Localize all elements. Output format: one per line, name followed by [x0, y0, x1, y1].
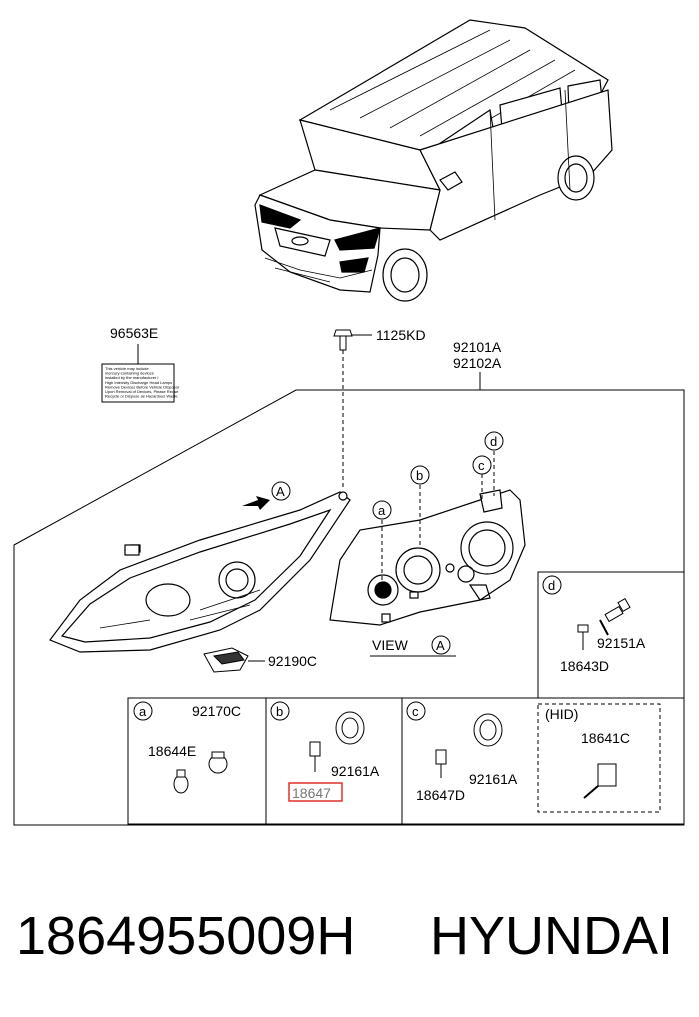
label-hid: (HID) [545, 706, 578, 722]
view-arrow-icon [242, 496, 270, 510]
label-96563e: 96563E [110, 325, 158, 341]
footer: 1864955009H HYUNDAI [0, 905, 699, 975]
sticker-line: Remove Devices Before Vehicle Disposal [105, 384, 179, 389]
warning-sticker [101, 363, 175, 403]
adjuster-screw-icon [599, 597, 631, 636]
sticker-line: High Intensity Discharge Head Lamps [105, 380, 172, 385]
view-label: VIEW [372, 637, 409, 653]
callout-d-box: d [548, 578, 555, 593]
label-92101a: 92101A [453, 339, 502, 355]
sticker-line: mercury-containing devices [105, 371, 154, 376]
label-92161a-c: 92161A [469, 771, 518, 787]
label-92102a: 92102A [453, 355, 502, 371]
label-18647: 18647 [292, 785, 331, 801]
callout-a-main: a [378, 503, 386, 518]
sticker-line: Upon Removal of Devices, Please Reuse [105, 389, 179, 394]
callout-b-box: b [276, 704, 283, 719]
part-number: 1864955009H [16, 906, 356, 966]
callout-a-box: a [139, 704, 147, 719]
bulb-icon [173, 769, 189, 794]
headlamp-assembly-rear [329, 489, 526, 626]
label-92161a-b: 92161A [331, 763, 380, 779]
cover-cap-icon [203, 647, 249, 673]
hid-box [537, 703, 661, 813]
screw-icon [577, 624, 589, 650]
detail-box-c [401, 697, 685, 825]
highlight-box-18647 [288, 782, 343, 802]
label-92170c: 92170C [192, 703, 241, 719]
label-92190c: 92190C [268, 653, 317, 669]
label-92151a: 92151A [597, 635, 646, 651]
h1-bulb-icon [435, 749, 447, 778]
view-callout-a: A [436, 638, 445, 653]
sticker-line: installed by the manufacturer i [105, 375, 158, 380]
headlamp-assembly-front [49, 491, 351, 653]
label-1125kd: 1125KD [376, 327, 426, 343]
bolt-icon [333, 329, 353, 351]
callout-c-box: c [412, 704, 419, 719]
socket-icon [208, 751, 228, 774]
label-18647d: 18647D [416, 787, 465, 803]
label-18641c: 18641C [581, 730, 630, 746]
car-illustration [254, 19, 613, 302]
callout-c-main: c [478, 458, 485, 473]
sticker-line: This vehicle may include [105, 366, 149, 371]
h7-bulb-icon [309, 741, 321, 772]
sticker-line: Recycle or Dispose as Hazardous Waste [105, 394, 178, 399]
callout-d-main: d [490, 434, 497, 449]
label-18643d: 18643D [560, 658, 609, 674]
dust-cap-icon-c [473, 713, 503, 747]
label-18644e: 18644E [148, 743, 196, 759]
hid-bulb-icon [583, 763, 617, 799]
callout-b-main: b [416, 468, 423, 483]
dust-cap-icon [335, 711, 365, 745]
sticker-text: This vehicle may includemercury-containi… [105, 366, 179, 399]
arrow-callout-a: A [276, 484, 285, 499]
brand-name: HYUNDAI [430, 906, 674, 966]
